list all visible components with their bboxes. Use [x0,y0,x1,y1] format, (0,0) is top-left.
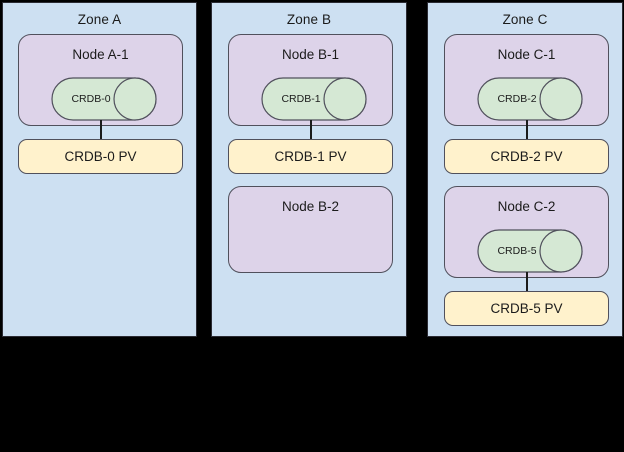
connector-c-2 [526,272,528,293]
pv-label-crdb-2-pv: CRDB-2 PV [490,149,563,164]
node-title-c-2: Node C-2 [497,199,556,214]
zone-title-b: Zone B [286,12,332,27]
node-box-b-1: Node B-1 CRDB-1 [228,34,393,126]
node-title-a-1: Node A-1 [72,47,129,62]
pv-label-crdb-1-pv: CRDB-1 PV [274,149,347,164]
pv-box-crdb-1-pv: CRDB-1 PV [228,139,393,174]
node-title-b-1: Node B-1 [281,47,340,62]
zone-panel-c: Zone C Node C-1 CRDB-2 CRDB-2 PV Node C-… [427,2,623,337]
connector-a-1 [100,120,102,141]
zone-title-c: Zone C [502,12,548,27]
connector-b-1 [310,120,312,141]
node-title-b-2: Node B-2 [281,199,340,214]
node-box-c-1: Node C-1 CRDB-2 [444,34,609,126]
zone-panel-a: Zone A Node A-1 CRDB-0 CRDB-0 PV [2,2,197,337]
pv-box-crdb-0-pv: CRDB-0 PV [18,139,183,174]
pv-box-crdb-5-pv: CRDB-5 PV [444,291,609,326]
connector-c-1 [526,120,528,141]
cylinder-shape-icon [51,77,157,121]
cylinder-shape-icon [477,77,583,121]
pod-cylinder-crdb-1: CRDB-1 [261,77,367,121]
pv-label-crdb-5-pv: CRDB-5 PV [490,301,563,316]
node-box-b-2: Node B-2 [228,186,393,273]
pod-cylinder-crdb-5: CRDB-5 [477,229,583,273]
pod-cylinder-crdb-2: CRDB-2 [477,77,583,121]
node-box-c-2: Node C-2 CRDB-5 [444,186,609,278]
cylinder-shape-icon [261,77,367,121]
node-box-a-1: Node A-1 CRDB-0 [18,34,183,126]
pv-label-crdb-0-pv: CRDB-0 PV [64,149,137,164]
pv-box-crdb-2-pv: CRDB-2 PV [444,139,609,174]
pod-cylinder-crdb-0: CRDB-0 [51,77,157,121]
node-title-c-1: Node C-1 [497,47,556,62]
zone-title-a: Zone A [77,12,122,27]
zone-panel-b: Zone B Node B-1 CRDB-1 CRDB-1 PV Node B-… [211,2,407,337]
cylinder-shape-icon [477,229,583,273]
